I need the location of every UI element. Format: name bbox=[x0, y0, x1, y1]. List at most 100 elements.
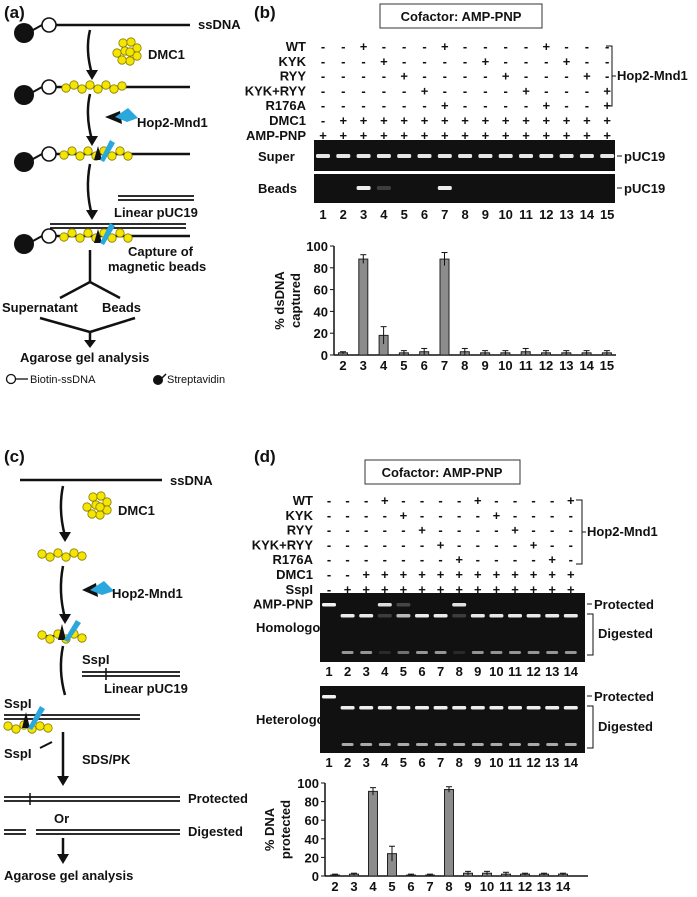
panel-a: (a) ssDNA DMC1 bbox=[2, 3, 241, 386]
table-d-cell: - bbox=[420, 508, 424, 523]
gel-band-super bbox=[498, 154, 513, 158]
table-b-cell: - bbox=[321, 113, 325, 128]
or-label: Or bbox=[54, 811, 69, 826]
y-tick-label: 20 bbox=[314, 326, 328, 341]
linear-dsdna-c bbox=[82, 668, 180, 680]
table-b-cell: - bbox=[443, 83, 447, 98]
gel-band-super bbox=[397, 154, 412, 158]
gel-band-digested bbox=[470, 706, 485, 710]
table-b-cell: - bbox=[402, 83, 406, 98]
table-d-cell: + bbox=[493, 508, 501, 523]
table-d-cell: - bbox=[457, 508, 461, 523]
table-d-cell: - bbox=[383, 523, 387, 538]
condition-table-d: WT---+----+----+KYK----+----+----RYY----… bbox=[252, 493, 575, 612]
panel-b-label: (b) bbox=[254, 3, 276, 22]
table-b-cell: + bbox=[522, 83, 530, 98]
gel-band-super bbox=[579, 154, 594, 158]
agarose-label-c: Agarose gel analysis bbox=[4, 868, 133, 883]
gel-band-small bbox=[397, 743, 410, 746]
table-d-cell: - bbox=[401, 552, 405, 567]
table-b-cell: + bbox=[563, 113, 571, 128]
lane-number-d: 5 bbox=[400, 664, 407, 679]
table-d-cell: + bbox=[548, 567, 556, 582]
table-d-cell: + bbox=[381, 582, 389, 597]
panel-d: (d) Cofactor: AMP-PNP WT---+----+----+KY… bbox=[252, 447, 658, 894]
table-b-row-label: KYK+RYY bbox=[245, 83, 307, 98]
y-tick-label: 80 bbox=[305, 795, 319, 810]
table-d-cell: - bbox=[420, 493, 424, 508]
bracket-b bbox=[606, 45, 616, 107]
table-b-cell: + bbox=[400, 69, 408, 84]
table-d-cell: - bbox=[345, 493, 349, 508]
gel-band-small bbox=[471, 651, 484, 654]
table-d-cell: - bbox=[531, 493, 535, 508]
table-d-cell: + bbox=[511, 523, 519, 538]
bar bbox=[439, 258, 450, 356]
table-b-cell: - bbox=[504, 39, 508, 54]
table-b-cell: - bbox=[564, 39, 568, 54]
table-b-cell: - bbox=[504, 54, 508, 69]
panel-c: (c) ssDNA DMC1 Hop2-Mnd1 bbox=[3, 447, 248, 883]
lane-number-d: 4 bbox=[381, 755, 389, 770]
table-d-cell: + bbox=[400, 567, 408, 582]
table-b-row-label: R176A bbox=[266, 98, 307, 113]
table-d-cell: - bbox=[550, 537, 554, 552]
gel-band-super bbox=[336, 154, 351, 158]
table-b-cell: + bbox=[482, 54, 490, 69]
gel-band-small bbox=[471, 743, 484, 746]
arrow-a1 bbox=[86, 29, 94, 75]
table-b-cell: - bbox=[605, 69, 609, 84]
bracket-label-b: Hop2-Mnd1 bbox=[617, 68, 688, 83]
x-tick-label: 11 bbox=[519, 358, 533, 373]
lane-number-d: 2 bbox=[344, 755, 351, 770]
x-tick-label: 14 bbox=[579, 358, 594, 373]
x-tick-label: 14 bbox=[556, 879, 571, 894]
gel-band-protected bbox=[322, 603, 336, 607]
cofactor-label-b: Cofactor: AMP-PNP bbox=[401, 9, 522, 24]
table-b-cell: + bbox=[502, 128, 510, 143]
table-b-cell: - bbox=[341, 69, 345, 84]
x-tick-label: 8 bbox=[445, 879, 452, 894]
table-b-cell: + bbox=[502, 69, 510, 84]
x-tick-label: 12 bbox=[518, 879, 532, 894]
y-tick-label: 80 bbox=[314, 261, 328, 276]
table-d-cell: + bbox=[400, 508, 408, 523]
capture-label-2: magnetic beads bbox=[108, 259, 206, 274]
lane-number-d: 12 bbox=[526, 664, 540, 679]
lane-number-d: 14 bbox=[564, 664, 579, 679]
gel-band-digested bbox=[452, 614, 467, 618]
x-tick-label: 5 bbox=[400, 358, 407, 373]
gel-heterologous bbox=[320, 686, 585, 753]
gel-band-digested bbox=[359, 706, 374, 710]
table-b-cell: - bbox=[544, 54, 548, 69]
table-b-cell: - bbox=[422, 69, 426, 84]
lane-number-b: 11 bbox=[519, 207, 533, 222]
x-tick-label: 6 bbox=[421, 358, 428, 373]
gel-band-super bbox=[600, 154, 615, 158]
lane-number-b: 4 bbox=[380, 207, 388, 222]
table-b-cell: - bbox=[341, 54, 345, 69]
split-arrows-a bbox=[59, 250, 121, 300]
y-tick-label: 60 bbox=[305, 813, 319, 828]
table-d-cell: - bbox=[364, 508, 368, 523]
table-d-cell: + bbox=[530, 582, 538, 597]
table-d-cell: + bbox=[362, 582, 370, 597]
gel-band-digested bbox=[415, 614, 429, 618]
table-b-cell: - bbox=[564, 69, 568, 84]
table-d-cell: - bbox=[345, 552, 349, 567]
gel-band-super bbox=[539, 154, 554, 158]
x-tick-label: 9 bbox=[481, 358, 488, 373]
table-d-cell: - bbox=[550, 523, 554, 538]
table-d-cell: - bbox=[364, 493, 368, 508]
y-axis-label-2: captured bbox=[288, 273, 303, 328]
table-d-cell: + bbox=[548, 582, 556, 597]
y-tick-label: 20 bbox=[305, 850, 319, 865]
y-axis-label-1: % DNA bbox=[262, 807, 277, 851]
y-tick-label: 60 bbox=[314, 283, 328, 298]
table-d-cell: + bbox=[418, 523, 426, 538]
lane-number-b: 10 bbox=[498, 207, 512, 222]
table-d-cell: + bbox=[511, 567, 519, 582]
table-d-row-label: KYK bbox=[286, 508, 314, 523]
